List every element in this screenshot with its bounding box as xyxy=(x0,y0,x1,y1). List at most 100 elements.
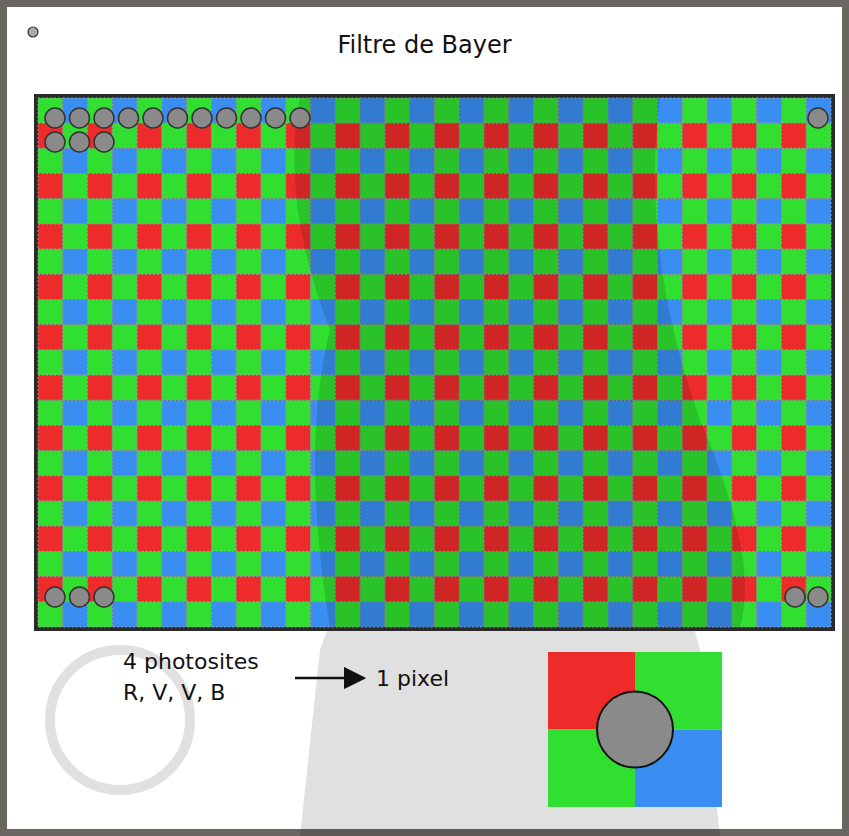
photosite xyxy=(261,350,286,375)
photosite xyxy=(732,375,757,400)
photosite xyxy=(38,224,63,249)
photosite xyxy=(682,249,707,274)
photosite xyxy=(63,501,88,526)
photosite xyxy=(63,451,88,476)
pixel-dot xyxy=(45,587,65,607)
photosite xyxy=(236,300,261,325)
label-text: R, V, V, B xyxy=(123,681,225,705)
photosite xyxy=(757,123,782,148)
photosite xyxy=(211,551,236,576)
photosite xyxy=(286,325,311,350)
photosite xyxy=(806,551,831,576)
photo-shadow xyxy=(294,98,745,627)
photosite xyxy=(781,476,806,501)
photosite xyxy=(187,249,212,274)
photosite xyxy=(806,476,831,501)
photosite xyxy=(732,199,757,224)
photosite xyxy=(162,148,187,173)
photosite xyxy=(211,249,236,274)
pixel-dot xyxy=(290,108,310,128)
photosite xyxy=(682,199,707,224)
photosite xyxy=(682,325,707,350)
photosite xyxy=(63,249,88,274)
photosite xyxy=(261,199,286,224)
photosite xyxy=(732,451,757,476)
photosite xyxy=(88,425,113,450)
photosite xyxy=(137,476,162,501)
photosite xyxy=(236,274,261,299)
photosite xyxy=(658,98,683,123)
photosite xyxy=(38,425,63,450)
photosite xyxy=(707,375,732,400)
photosite xyxy=(732,148,757,173)
photosite xyxy=(286,602,311,627)
photosite xyxy=(38,375,63,400)
photosite xyxy=(211,451,236,476)
photosite xyxy=(261,451,286,476)
photosite xyxy=(187,174,212,199)
photosite xyxy=(261,300,286,325)
photosite xyxy=(286,425,311,450)
photosite xyxy=(38,199,63,224)
photosite xyxy=(682,274,707,299)
photosite xyxy=(112,526,137,551)
photosite xyxy=(806,148,831,173)
photosite xyxy=(781,199,806,224)
photosite xyxy=(757,526,782,551)
photosite xyxy=(38,526,63,551)
photosite xyxy=(236,375,261,400)
photosite xyxy=(137,577,162,602)
photosite xyxy=(112,451,137,476)
photosite xyxy=(112,350,137,375)
photosite xyxy=(112,174,137,199)
photosite xyxy=(88,451,113,476)
photosite xyxy=(757,148,782,173)
photosite xyxy=(781,325,806,350)
pixel-dot xyxy=(241,108,261,128)
photosite xyxy=(806,375,831,400)
photosite xyxy=(63,350,88,375)
pixel-dot xyxy=(70,587,90,607)
photosite xyxy=(806,325,831,350)
photosite xyxy=(757,274,782,299)
photosite xyxy=(806,224,831,249)
photosite xyxy=(757,350,782,375)
photosite xyxy=(236,602,261,627)
photosite xyxy=(236,350,261,375)
photosite xyxy=(187,300,212,325)
photosite xyxy=(137,551,162,576)
photosite xyxy=(781,451,806,476)
photosite xyxy=(682,98,707,123)
photosite xyxy=(112,148,137,173)
photosite xyxy=(187,551,212,576)
photosite xyxy=(162,174,187,199)
photosite xyxy=(261,425,286,450)
photosite xyxy=(63,400,88,425)
photosite xyxy=(211,577,236,602)
photosite xyxy=(187,400,212,425)
photosite xyxy=(236,476,261,501)
pixel-dot xyxy=(94,108,114,128)
photosite xyxy=(732,98,757,123)
photosite xyxy=(88,199,113,224)
pixel-dot xyxy=(192,108,212,128)
corner-dot xyxy=(28,27,38,37)
photosite xyxy=(211,224,236,249)
photosite xyxy=(261,325,286,350)
photosite xyxy=(187,375,212,400)
photosite xyxy=(112,501,137,526)
photosite xyxy=(187,274,212,299)
photosite xyxy=(63,476,88,501)
photosite xyxy=(757,501,782,526)
photosite xyxy=(286,274,311,299)
photosite xyxy=(137,350,162,375)
photosite xyxy=(88,174,113,199)
photosite xyxy=(286,551,311,576)
photosite xyxy=(757,199,782,224)
photosite xyxy=(187,350,212,375)
pixel-dot xyxy=(217,108,237,128)
pixel-dot xyxy=(45,108,65,128)
photosite xyxy=(236,400,261,425)
photosite xyxy=(88,526,113,551)
